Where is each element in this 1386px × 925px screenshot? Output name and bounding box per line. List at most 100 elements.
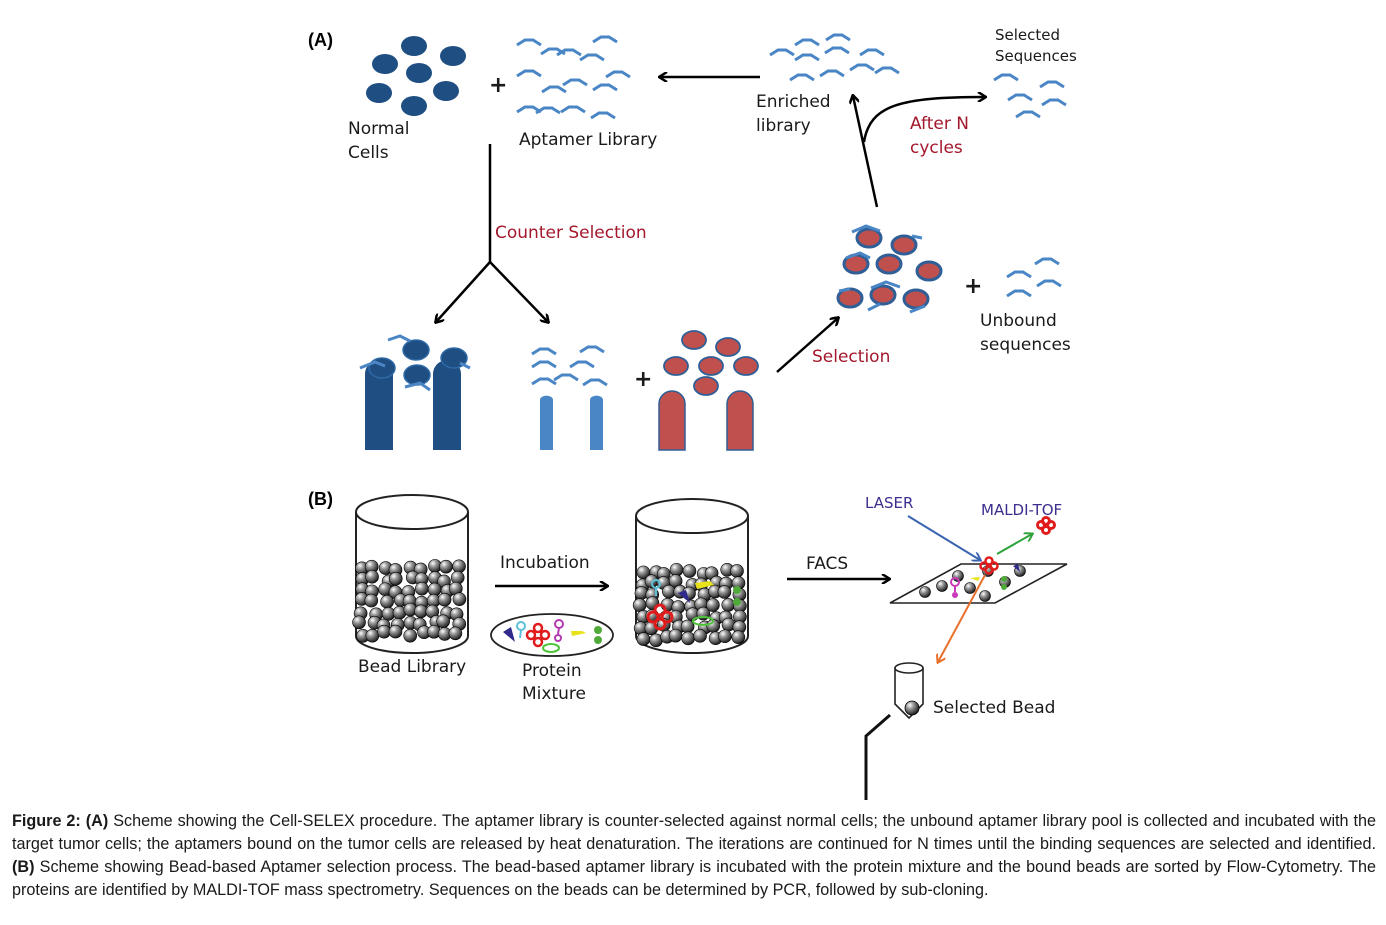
aptamer-strand (824, 46, 850, 55)
caption-a-text: Scheme showing the Cell-SELEX procedure.… (12, 812, 1377, 853)
normal-cells-bound-tube (359, 334, 471, 450)
bead (439, 559, 453, 574)
bead (437, 592, 452, 607)
sorting-slide (889, 556, 1068, 604)
bead (352, 615, 366, 630)
aptamer-strand (1036, 279, 1062, 288)
caption-figure-number: Figure 2: (12, 812, 81, 830)
aptamer-strand (535, 106, 561, 115)
bead (632, 598, 647, 612)
bead (979, 590, 991, 602)
aptamer-strand (582, 378, 608, 387)
maldi-tof-label: MALDI-TOF (981, 501, 1062, 519)
caption-b-tag: (B) (12, 858, 35, 876)
bead-library-container (352, 494, 469, 654)
panel-a-label: (A) (308, 30, 333, 50)
aptamer-strand (794, 53, 820, 62)
protein-mixture-label-line1: Protein (522, 661, 582, 681)
aptamer-strand (993, 73, 1019, 82)
enriched-library-label-line1: Enriched (756, 92, 831, 112)
aptamer-strand (825, 33, 851, 42)
arrow-selection (776, 318, 838, 373)
aptamer-strand (789, 73, 815, 82)
figure: (A) Normal Cells + Aptamer Library Enric… (308, 26, 1077, 800)
bead (936, 580, 948, 592)
aptamer-strand (579, 345, 605, 354)
selected-sequences-cluster (993, 73, 1067, 119)
bead (365, 569, 379, 584)
arrow-after-n-cycles (862, 97, 985, 143)
bead (415, 581, 429, 596)
bead-library-label: Bead Library (358, 657, 466, 677)
pipette-line (864, 713, 891, 800)
facs-label: FACS (806, 554, 848, 574)
aptamer-strand (1006, 270, 1032, 279)
tumor-cells-bound-cluster (836, 224, 943, 314)
aptamer-strand (516, 69, 542, 78)
bead (364, 593, 379, 608)
panel-b-label: (B) (308, 489, 333, 509)
bead (681, 631, 695, 646)
plus-sign-top: + (489, 73, 507, 98)
bead (730, 564, 744, 578)
selected-bead-label: Selected Bead (933, 698, 1055, 718)
protein-mixture-dish (490, 613, 614, 657)
bead (693, 629, 707, 643)
normal-cells-cluster (366, 36, 466, 116)
bead (706, 598, 720, 612)
aptamer-strand (605, 70, 631, 79)
aptamer-strand (1034, 257, 1060, 266)
maldi-tof-arrow (996, 534, 1032, 555)
laser-label: LASER (865, 494, 913, 512)
after-n-cycles-label-line1: After N (910, 114, 969, 134)
arrow-to-selected-bead (938, 574, 986, 662)
bead (388, 624, 403, 639)
bead (377, 624, 391, 639)
after-n-cycles-label-line2: cycles (910, 138, 963, 158)
protein-mixture-label-line2: Mixture (522, 684, 586, 704)
aptamer-strand (531, 360, 557, 369)
aptamer-strand (1015, 110, 1041, 119)
incubated-beads (632, 562, 747, 648)
bead (731, 630, 746, 644)
unbound-pool-tube (531, 345, 608, 450)
aptamer-strand (590, 111, 616, 120)
bead (452, 592, 467, 606)
bead (662, 584, 676, 599)
bead (717, 585, 732, 599)
bead (403, 628, 418, 643)
released-protein-icon (1036, 516, 1056, 535)
aptamer-strand (849, 63, 875, 72)
selection-label: Selection (812, 347, 890, 367)
unbound-sequences-label-line1: Unbound (980, 311, 1057, 331)
plus-sign-unbound: + (964, 274, 982, 299)
bead (668, 628, 683, 643)
bead (365, 628, 380, 643)
bead (919, 586, 931, 598)
normal-cells-label-line2: Cells (348, 143, 389, 163)
aptamer-strand (874, 66, 900, 75)
aptamer-strand (516, 105, 542, 114)
counter-selection-label: Counter Selection (495, 223, 647, 243)
aptamer-strand (1006, 289, 1032, 298)
caption-b-text: Scheme showing Bead-based Aptamer select… (12, 858, 1376, 899)
selected-sequences-label-line1: Selected (995, 26, 1060, 44)
aptamer-strand (531, 377, 557, 386)
aptamer-strand (1007, 93, 1033, 102)
collection-tube (894, 662, 924, 720)
bead (380, 594, 394, 609)
unbound-sequences-cluster (1006, 257, 1062, 298)
arrow-to-unbound-pool (489, 261, 548, 322)
bead (448, 626, 463, 641)
aptamer-strand (541, 85, 567, 94)
aptamer-strand (560, 105, 586, 114)
aptamer-library-label: Aptamer Library (519, 130, 657, 150)
bead (682, 564, 697, 578)
incubated-container (632, 498, 749, 654)
aptamer-strand (531, 347, 557, 356)
bead (388, 571, 403, 586)
aptamer-strand (1041, 98, 1067, 107)
arrow-to-normal-cells-bound (436, 261, 491, 322)
bead (721, 598, 736, 612)
bead-library-beads (352, 559, 467, 643)
